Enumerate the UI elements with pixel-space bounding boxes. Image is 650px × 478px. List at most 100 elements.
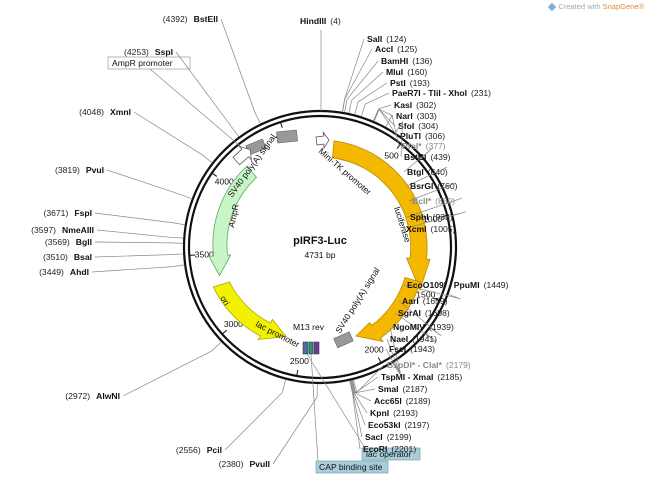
site-label: EcoRI(2201) [363,444,416,454]
restriction-site[interactable]: AarI(1659) [398,296,448,336]
site-position: (3819) [55,165,80,175]
site-label: (3569)BglI [45,237,92,247]
site-position: (1449) [484,280,509,290]
restriction-site[interactable]: MluI(160) [348,67,427,114]
site-leader-line [373,108,398,137]
cap-binding-site-callout[interactable] [315,460,389,474]
site-label: PfoI*(377) [402,141,446,151]
site-name: SphI [410,212,429,222]
restriction-site[interactable]: PaeR7I - TliI - XhoI(231) [361,88,491,117]
site-position: (1005) [431,224,456,234]
site-label: Acc65I(2189) [374,396,431,406]
restriction-site[interactable]: (3597)NmeAIII [31,225,184,239]
site-leader-line [348,71,384,114]
tick-mark [396,143,402,149]
site-label: PaeR7I - TliI - XhoI(231) [392,88,491,98]
restriction-site[interactable]: EcoO109I - PpuMI(1449) [403,280,509,300]
tick-label: 3500 [195,249,214,259]
site-name: SspI [155,47,173,57]
restriction-site[interactable]: EcoRI(2201) [349,380,417,454]
restriction-site[interactable]: KpnI(2193) [350,380,418,418]
tick-label: 500 [384,151,399,161]
tick-mark [441,215,448,218]
ampr-feature[interactable] [208,165,258,277]
site-name: Eco53kI [368,420,401,430]
restriction-site[interactable]: (3819)PvuI [55,165,192,200]
site-position: (377) [426,141,446,151]
restriction-site[interactable]: HindIII(4) [300,16,341,111]
site-position: (2197) [405,420,430,430]
restriction-site[interactable]: Eco53kI (2197) [350,380,430,430]
site-label: SmaI (2187) [378,384,428,394]
site-label: (4392)BstEII [163,14,218,24]
site-position: (2187) [403,384,428,394]
ampr-promoter-callout[interactable] [107,56,191,70]
site-name: NgoMIV [393,322,425,332]
restriction-site[interactable]: (3569)BglI [45,237,184,247]
site-leader-line [354,82,388,115]
site-label: BclI*(850) [412,196,455,206]
site-leader-line [272,383,318,465]
restriction-site[interactable]: AccI(125) [342,44,418,112]
lac-operator-callout-label: lac operator [366,449,412,459]
restriction-site[interactable]: (3510)BsaI [43,252,184,262]
tick-label: 3000 [224,319,243,329]
tick-mark [221,329,228,335]
sv40-polya-right-feature[interactable] [355,277,421,343]
restriction-site[interactable]: PluTI(306) [373,108,445,141]
restriction-site[interactable]: SgrAI(1698) [394,308,450,343]
restriction-site[interactable]: PstI(193) [354,78,430,115]
restriction-site[interactable]: (2556)PciI [176,379,287,455]
site-label: SphI(933) [410,212,453,222]
m13-rev-box[interactable] [313,341,320,355]
site-name: SmaI [378,384,399,394]
restriction-site[interactable]: (4048)XmnI [79,107,213,163]
site-position: (2189) [406,396,431,406]
site-leader-line [385,348,401,375]
restriction-site[interactable]: BtgI(640) [403,147,448,177]
restriction-sites-left: (4392)BstEII (4253) SspI (4048)XmnI(3819)Pv… [31,14,261,401]
lac-operator-callout[interactable] [361,447,421,461]
restriction-site[interactable]: PfoI*(377) [385,114,446,151]
site-leader-line [408,182,456,202]
site-position: (2972) [65,391,90,401]
restriction-site[interactable]: SacI(2199) [349,380,412,442]
restriction-site[interactable]: (2972)AlwNI [65,341,222,401]
lac-operator-box[interactable] [302,341,309,355]
restriction-site[interactable]: FseI(1943) [385,344,435,375]
restriction-site[interactable]: (2380)PvuII [219,383,318,469]
site-name: FspI [74,208,92,218]
ampr-label: AmpR [226,203,241,228]
restriction-site[interactable]: XcmI(1005) [402,211,466,234]
plasmid-length: 4731 bp [304,250,335,260]
tick-label: 4000 [215,177,234,187]
ori-feature[interactable] [212,281,287,340]
restriction-site[interactable]: Acc65I(2189) [351,380,431,406]
cap-binding-site-box[interactable] [308,341,314,355]
tick-label: 1000 [423,214,442,224]
restriction-site[interactable]: BclI*(850) [408,182,456,206]
site-label: (2380)PvuII [219,459,270,469]
sv40-polya-left-box[interactable] [276,129,298,144]
site-name: BsaI [74,252,92,262]
site-leader-line [361,92,390,117]
site-label: KpnI(2193) [370,408,418,418]
watermark-brand: SnapGene® [602,2,644,11]
restriction-site[interactable]: (4253) SspI [124,47,240,137]
tick-label: 1500 [416,289,435,299]
sv40-polya-right-box[interactable] [333,331,354,349]
site-name: BspDI* - ClaI* [387,360,443,370]
site-label: BstBI(439) [404,152,451,162]
site-position: (1943) [410,344,435,354]
site-label: BtgI(640) [407,167,448,177]
site-position: (4253) [124,47,149,57]
restriction-site[interactable]: SphI(933) [406,197,462,222]
site-position: (3671) [43,208,68,218]
restriction-site[interactable]: BamHI(136) [344,56,433,113]
site-leader-line [398,300,442,336]
site-position: (2179) [446,360,471,370]
restriction-site[interactable]: BstBI(439) [395,120,451,162]
restriction-site[interactable]: (4392)BstEII [163,14,261,124]
restriction-site[interactable]: (3671) FspI [43,208,185,226]
restriction-site[interactable]: (3449)AhdI [39,264,185,277]
